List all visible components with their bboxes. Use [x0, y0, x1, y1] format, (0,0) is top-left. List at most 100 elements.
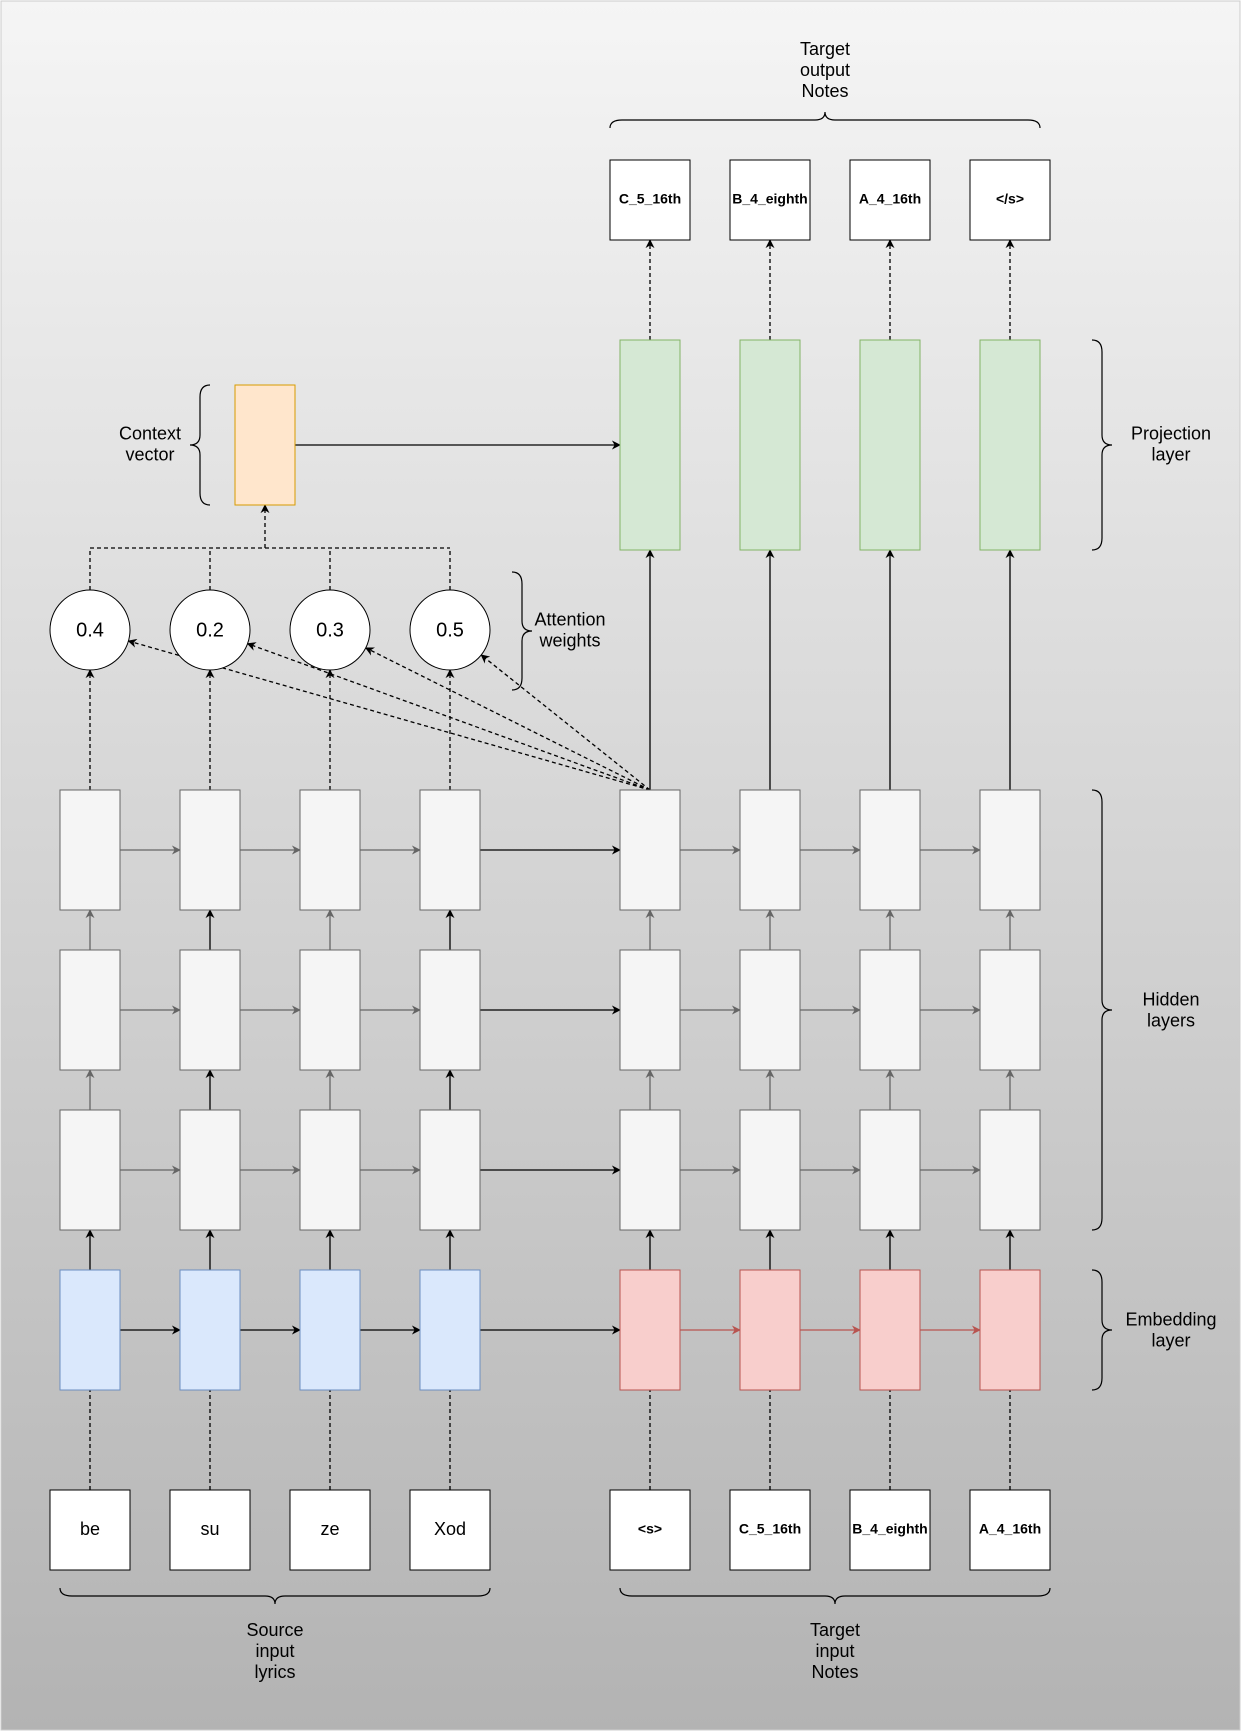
hidden-cell: [179, 789, 241, 911]
target-output-label: Notes: [801, 81, 848, 101]
embedding-layer-label: Embedding: [1125, 1309, 1216, 1329]
hidden-cell: [179, 1109, 241, 1231]
target-embedding-cell: [619, 1269, 681, 1391]
hidden-cell: [619, 1109, 681, 1231]
decoder-to-attention-arrow: [246, 642, 651, 791]
connections: [85, 239, 1015, 1490]
target-input-token-label: B_4_eighth: [852, 1521, 927, 1537]
hidden-cell: [59, 789, 121, 911]
labels: ContextvectorAttentionweightsProjectionl…: [59, 39, 1217, 1682]
target-output-token-box: [969, 159, 1051, 241]
source-token-label: Xod: [434, 1519, 466, 1539]
target-output-label: output: [800, 60, 850, 80]
projection-cell: [739, 339, 801, 551]
hidden-cell: [739, 1109, 801, 1231]
hidden-cell: [859, 789, 921, 911]
hidden-cell: [859, 1109, 921, 1231]
hidden-cell: [59, 1109, 121, 1231]
hidden-cell: [859, 949, 921, 1071]
source-embedding-cell: [179, 1269, 241, 1391]
target-embedding-cell: [859, 1269, 921, 1391]
hidden-cell: [419, 789, 481, 911]
projection-cell: [859, 339, 921, 551]
embedding-layer-label: layer: [1151, 1330, 1190, 1350]
target-input-token-label: <s>: [638, 1521, 662, 1537]
target-output-brace: [609, 111, 1041, 129]
hidden-cell: [979, 949, 1041, 1071]
target-output-token-box: [609, 159, 691, 241]
hidden-layers-brace: [1091, 789, 1113, 1231]
source-input-brace: [59, 1587, 491, 1605]
hidden-cell: [179, 949, 241, 1071]
hidden-cell: [419, 1109, 481, 1231]
attention-weight-circle: [289, 589, 371, 671]
target-input-label: input: [815, 1641, 854, 1661]
source-token-label: su: [200, 1519, 219, 1539]
source-input-label: input: [255, 1641, 294, 1661]
target-input-brace: [619, 1587, 1051, 1605]
hidden-cell: [619, 789, 681, 911]
attention-weight-value: 0.2: [196, 619, 224, 641]
target-input-token-box: [729, 1489, 811, 1571]
hidden-cell: [59, 949, 121, 1071]
decoder-to-attention-arrow: [480, 654, 651, 791]
source-embedding-cell: [419, 1269, 481, 1391]
context-vector-brace: [189, 384, 211, 506]
attention-weight-circle: [49, 589, 131, 671]
target-input-token-label: A_4_16th: [979, 1521, 1041, 1537]
attention-weight-value: 0.3: [316, 619, 344, 641]
target-input-label: Target: [810, 1620, 860, 1640]
attention-weight-value: 0.4: [76, 619, 104, 641]
target-input-token-box: [849, 1489, 931, 1571]
target-input-token-label: C_5_16th: [739, 1521, 801, 1537]
context-vector-label: Context: [119, 423, 181, 443]
projection-cell: [979, 339, 1041, 551]
context-vector-label: vector: [125, 444, 174, 464]
target-output-token-label: B_4_eighth: [732, 191, 807, 207]
hidden-cell: [739, 789, 801, 911]
target-output-label: Target: [800, 39, 850, 59]
attention-weights-label: weights: [538, 630, 600, 650]
hidden-layers-label: layers: [1147, 1010, 1195, 1030]
source-token-label: be: [80, 1519, 100, 1539]
context-vector-cell: [234, 384, 296, 506]
hidden-cell: [739, 949, 801, 1071]
target-output-token-label: </s>: [996, 191, 1024, 207]
attention-weight-circle: [169, 589, 251, 671]
hidden-layers-label: Hidden: [1142, 989, 1199, 1009]
attention-weights-label: Attention: [534, 609, 605, 629]
source-token-box: [409, 1489, 491, 1571]
hidden-cell: [299, 949, 361, 1071]
source-token-label: ze: [320, 1519, 339, 1539]
target-input-token-box: [969, 1489, 1051, 1571]
decoder-to-attention-arrow: [364, 647, 651, 791]
hidden-cell: [979, 1109, 1041, 1231]
target-output-token-box: [849, 159, 931, 241]
attention-weight-value: 0.5: [436, 619, 464, 641]
target-embedding-cell: [739, 1269, 801, 1391]
projection-layer-brace: [1091, 339, 1113, 551]
target-output-token-box: [729, 159, 811, 241]
hidden-cell: [619, 949, 681, 1071]
hidden-cell: [299, 1109, 361, 1231]
source-token-box: [169, 1489, 251, 1571]
hidden-cell: [419, 949, 481, 1071]
source-input-label: Source: [246, 1620, 303, 1640]
target-output-token-label: C_5_16th: [619, 191, 681, 207]
embedding-layer-brace: [1091, 1269, 1113, 1391]
target-embedding-cell: [979, 1269, 1041, 1391]
source-token-box: [289, 1489, 371, 1571]
attention-weight-circle: [409, 589, 491, 671]
target-input-label: Notes: [811, 1662, 858, 1682]
target-output-token-label: A_4_16th: [859, 191, 921, 207]
projection-cell: [619, 339, 681, 551]
projection-layer-label: layer: [1151, 444, 1190, 464]
hidden-cell: [979, 789, 1041, 911]
source-embedding-cell: [59, 1269, 121, 1391]
source-input-label: lyrics: [255, 1662, 296, 1682]
hidden-cell: [299, 789, 361, 911]
source-token-box: [49, 1489, 131, 1571]
attention-weights-brace: [511, 571, 533, 691]
